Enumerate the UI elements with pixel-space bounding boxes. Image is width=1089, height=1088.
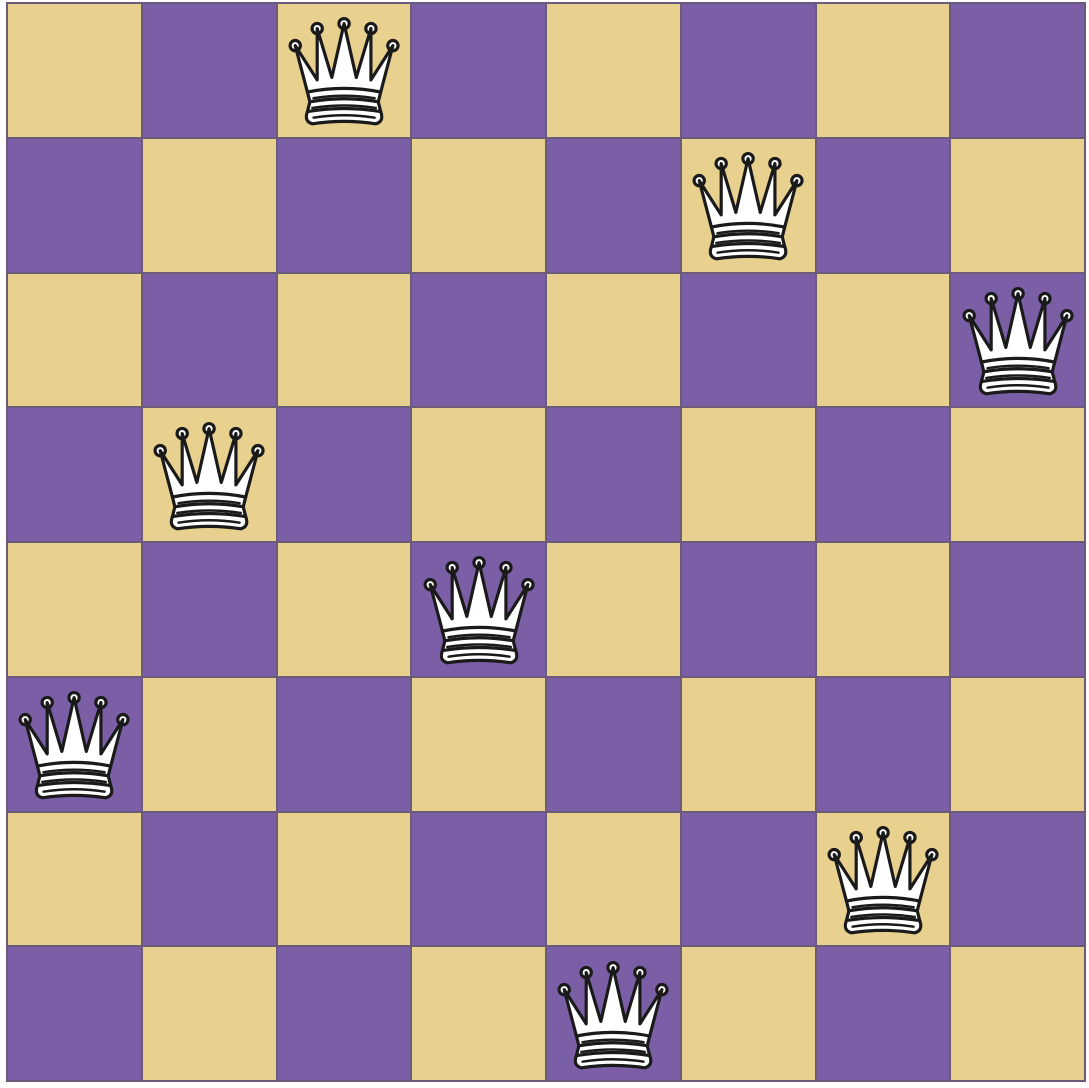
board-square-r0-c4[interactable]	[547, 4, 680, 137]
board-square-r0-c2[interactable]	[278, 4, 411, 137]
board-square-r7-c7[interactable]	[951, 947, 1084, 1080]
board-square-r2-c3[interactable]	[412, 274, 545, 407]
board-square-r1-c0[interactable]	[8, 139, 141, 272]
queen-icon[interactable]	[687, 144, 809, 266]
board-square-r6-c1[interactable]	[143, 813, 276, 946]
board-square-r1-c2[interactable]	[278, 139, 411, 272]
board-square-r6-c3[interactable]	[412, 813, 545, 946]
board-square-r1-c3[interactable]	[412, 139, 545, 272]
board-square-r1-c4[interactable]	[547, 139, 680, 272]
queen-icon[interactable]	[822, 818, 944, 940]
board-square-r3-c1[interactable]	[143, 408, 276, 541]
board-square-r3-c2[interactable]	[278, 408, 411, 541]
board-square-r6-c7[interactable]	[951, 813, 1084, 946]
board-square-r4-c3[interactable]	[412, 543, 545, 676]
board-square-r1-c5[interactable]	[682, 139, 815, 272]
board-square-r6-c5[interactable]	[682, 813, 815, 946]
board-square-r6-c2[interactable]	[278, 813, 411, 946]
board-square-r5-c5[interactable]	[682, 678, 815, 811]
board-square-r4-c0[interactable]	[8, 543, 141, 676]
queen-icon[interactable]	[13, 683, 135, 805]
board-square-r0-c0[interactable]	[8, 4, 141, 137]
queen-icon[interactable]	[148, 414, 270, 536]
board-square-r5-c1[interactable]	[143, 678, 276, 811]
board-square-r1-c1[interactable]	[143, 139, 276, 272]
board-square-r2-c7[interactable]	[951, 274, 1084, 407]
board-square-r5-c7[interactable]	[951, 678, 1084, 811]
board-square-r5-c3[interactable]	[412, 678, 545, 811]
board-square-r7-c0[interactable]	[8, 947, 141, 1080]
board-square-r7-c1[interactable]	[143, 947, 276, 1080]
board-square-r0-c1[interactable]	[143, 4, 276, 137]
board-square-r1-c6[interactable]	[817, 139, 950, 272]
queen-icon[interactable]	[957, 279, 1079, 401]
board-square-r3-c3[interactable]	[412, 408, 545, 541]
board-square-r4-c5[interactable]	[682, 543, 815, 676]
chess-board	[6, 2, 1086, 1082]
board-square-r2-c6[interactable]	[817, 274, 950, 407]
board-square-r5-c0[interactable]	[8, 678, 141, 811]
board-square-r5-c2[interactable]	[278, 678, 411, 811]
board-square-r2-c0[interactable]	[8, 274, 141, 407]
board-square-r7-c2[interactable]	[278, 947, 411, 1080]
board-square-r5-c6[interactable]	[817, 678, 950, 811]
board-square-r6-c0[interactable]	[8, 813, 141, 946]
board-square-r3-c7[interactable]	[951, 408, 1084, 541]
board-square-r3-c5[interactable]	[682, 408, 815, 541]
board-square-r7-c3[interactable]	[412, 947, 545, 1080]
board-square-r4-c6[interactable]	[817, 543, 950, 676]
board-square-r3-c4[interactable]	[547, 408, 680, 541]
queen-icon[interactable]	[552, 953, 674, 1075]
board-square-r5-c4[interactable]	[547, 678, 680, 811]
board-square-r2-c2[interactable]	[278, 274, 411, 407]
board-square-r7-c5[interactable]	[682, 947, 815, 1080]
board-square-r7-c4[interactable]	[547, 947, 680, 1080]
board-square-r6-c6[interactable]	[817, 813, 950, 946]
board-square-r2-c5[interactable]	[682, 274, 815, 407]
board-square-r0-c6[interactable]	[817, 4, 950, 137]
board-square-r7-c6[interactable]	[817, 947, 950, 1080]
board-square-r2-c4[interactable]	[547, 274, 680, 407]
board-square-r4-c4[interactable]	[547, 543, 680, 676]
board-square-r4-c2[interactable]	[278, 543, 411, 676]
queen-icon[interactable]	[418, 548, 540, 670]
board-square-r2-c1[interactable]	[143, 274, 276, 407]
board-square-r0-c7[interactable]	[951, 4, 1084, 137]
board-square-r4-c7[interactable]	[951, 543, 1084, 676]
board-square-r3-c6[interactable]	[817, 408, 950, 541]
board-square-r3-c0[interactable]	[8, 408, 141, 541]
board-square-r4-c1[interactable]	[143, 543, 276, 676]
board-square-r6-c4[interactable]	[547, 813, 680, 946]
board-square-r1-c7[interactable]	[951, 139, 1084, 272]
queen-icon[interactable]	[283, 9, 405, 131]
board-square-r0-c3[interactable]	[412, 4, 545, 137]
board-square-r0-c5[interactable]	[682, 4, 815, 137]
